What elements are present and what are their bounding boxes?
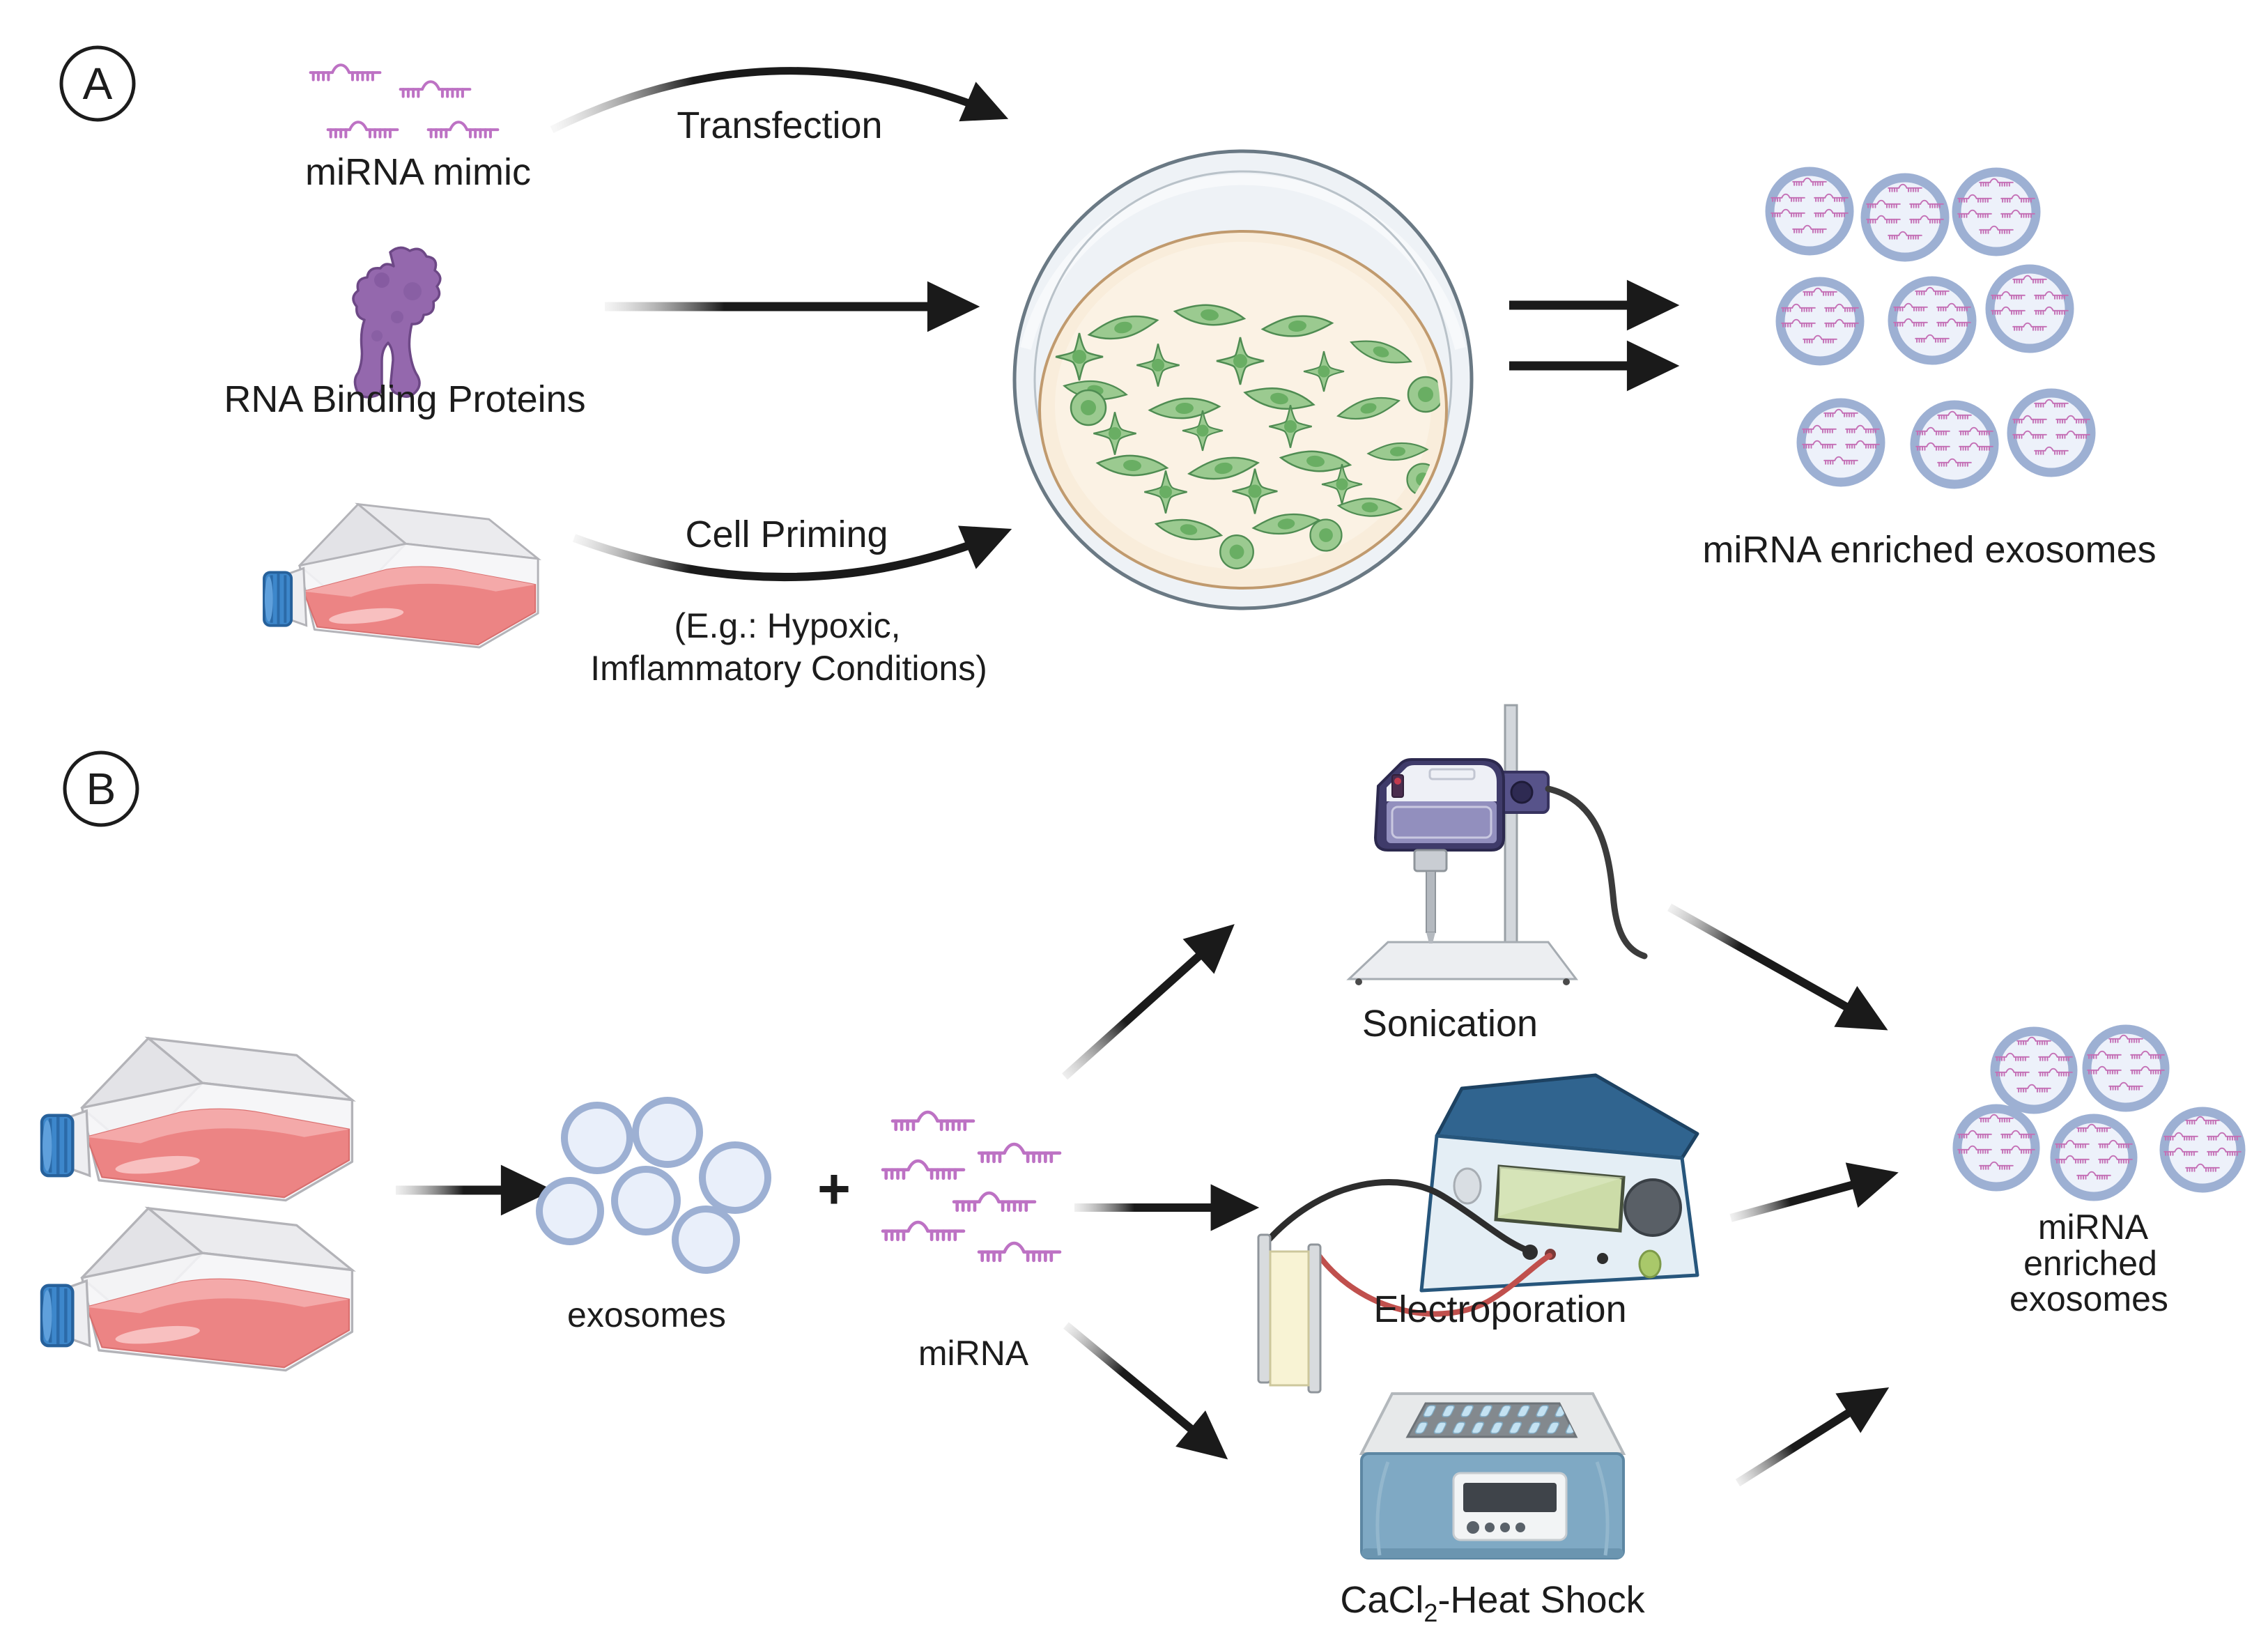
panel-b-badge (63, 750, 139, 827)
mirna-to-heatshock-arrow (1063, 1322, 1228, 1460)
electroporation-cuvette-icon (1257, 1233, 1322, 1394)
sonicator-icon (1346, 704, 1648, 985)
exosome-cluster-a (1765, 167, 2096, 489)
panel-b-output-line1: miRNA (2038, 1208, 2149, 1247)
panel-b-label: B (86, 764, 116, 814)
cell-priming-arrow (572, 525, 1012, 581)
panel-b: B exosomes + miRNA (42, 704, 2246, 1627)
electroporator-icon (1257, 1073, 1699, 1394)
exosomes-empty-cluster (536, 1097, 771, 1274)
panel-a-output-label: miRNA enriched exosomes (1702, 529, 2156, 571)
panel-a-badge (59, 45, 136, 122)
heatshock-to-exosomes-arrow (1735, 1387, 1890, 1487)
plus-sign: + (817, 1157, 851, 1221)
sonication-label: Sonication (1362, 1003, 1538, 1045)
mirna-mimic-icon (311, 65, 498, 137)
priming-note-line2: Imflammatory Conditions) (590, 649, 987, 688)
exosomes-label: exosomes (567, 1295, 726, 1334)
sonication-to-exosomes-arrow (1667, 903, 1888, 1031)
panel-a: A miRNA mimic Transfection RNA Binding P… (59, 45, 2157, 688)
mirna-cluster-icon (883, 1112, 1060, 1261)
panel-b-output-line2: enriched (2023, 1244, 2157, 1283)
heat-block-icon (1359, 1392, 1626, 1560)
mirna-label: miRNA (918, 1334, 1029, 1373)
petri-dish-icon (1012, 149, 1474, 610)
rna-binding-protein-icon (352, 246, 442, 399)
exosome-icon (1765, 167, 2096, 489)
cell-priming-label: Cell Priming (685, 514, 888, 555)
arrows (396, 67, 1899, 1487)
electroporation-to-exosomes-arrow (1729, 1162, 1899, 1222)
culture-flask-icon-b2 (42, 1208, 352, 1371)
transfection-arrow (550, 67, 1009, 133)
culture-flask-icon-a (263, 502, 540, 649)
panel-b-output-line3: exosomes (2009, 1279, 2168, 1318)
exosome-cluster-b (1952, 1024, 2246, 1201)
cacl2-heat-shock-label: CaCl2-Heat Shock (1340, 1579, 1645, 1627)
priming-note-line1: (E.g.: Hypoxic, (674, 606, 900, 645)
mirna-mimic-label: miRNA mimic (305, 151, 531, 193)
mirna-to-sonication-arrow (1061, 924, 1235, 1080)
culture-flask-icon-b1 (42, 1038, 352, 1201)
transfection-label: Transfection (677, 105, 882, 146)
panel-a-label: A (83, 59, 113, 109)
electroporation-label: Electroporation (1373, 1288, 1626, 1330)
rbp-label: RNA Binding Proteins (224, 378, 585, 420)
